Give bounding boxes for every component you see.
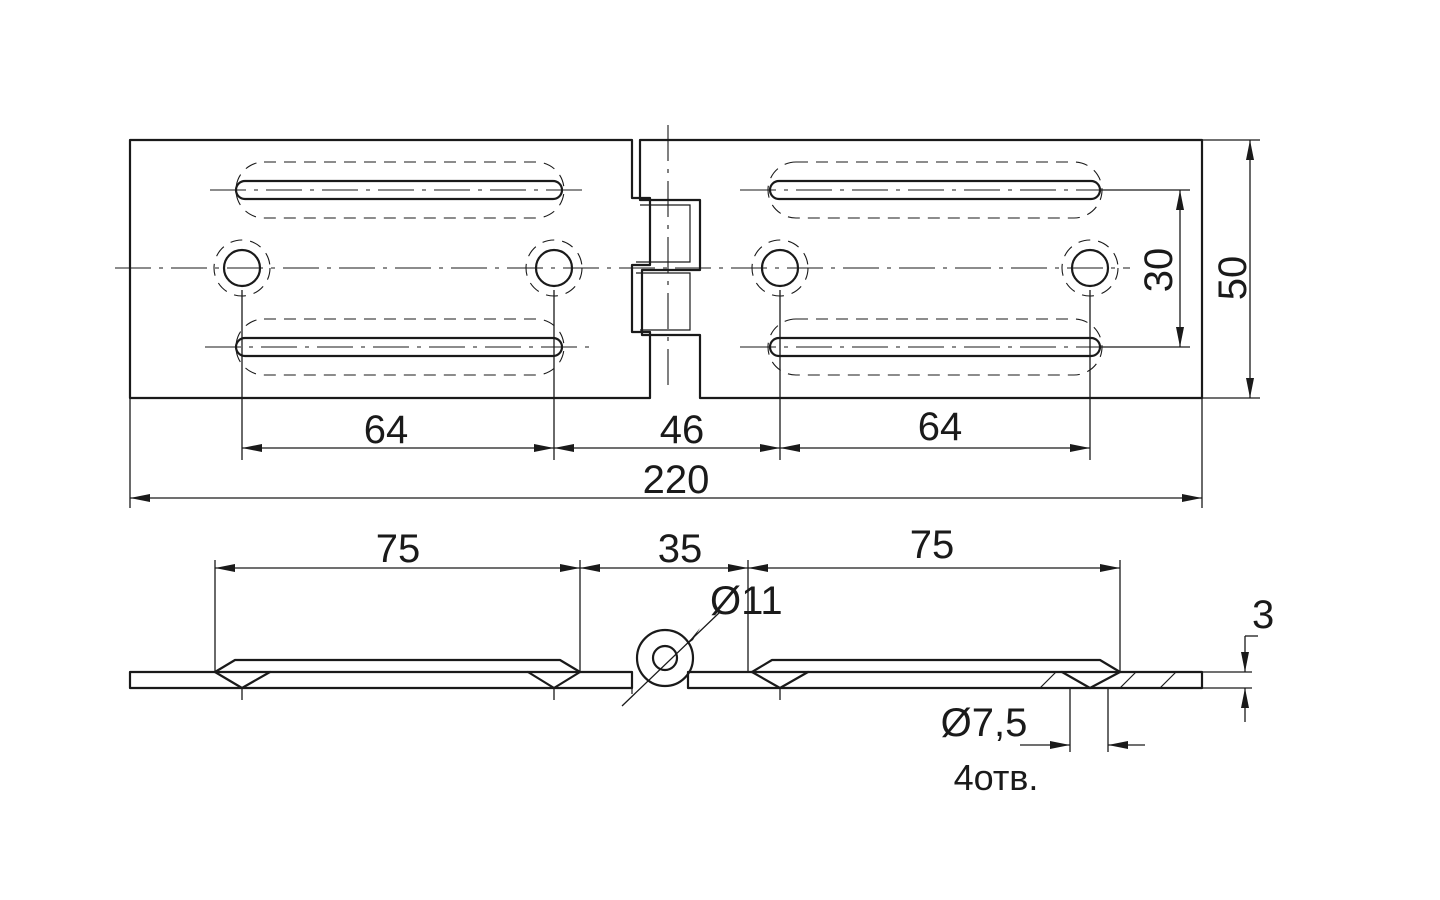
top-view: 64 46 64 220 30 50 (115, 125, 1260, 508)
right-lower-slot (740, 318, 1130, 376)
side-view: 75 35 75 Ø11 3 Ø7,5 4отв. (128, 523, 1274, 798)
left-upper-slot (210, 161, 590, 219)
note-hole-count: 4отв. (954, 757, 1039, 798)
countersink-left (213, 658, 582, 690)
dim-label-30: 30 (1137, 248, 1181, 293)
countersink-right (750, 658, 1122, 690)
dim-label-75-right: 75 (910, 523, 955, 567)
dim-label-35: 35 (658, 527, 703, 571)
right-upper-slot (740, 161, 1130, 219)
dim-label-64-left: 64 (364, 408, 409, 452)
pin-knuckle (631, 628, 695, 694)
dim-label-pin-diameter: Ø11 (710, 579, 783, 623)
dim-label-50: 50 (1211, 256, 1255, 301)
knuckle-inner-line (636, 204, 691, 331)
pin-diameter-leader (621, 611, 721, 707)
dim-label-46: 46 (660, 408, 705, 452)
dim-label-64-right: 64 (918, 405, 963, 449)
dim-label-220: 220 (643, 458, 710, 502)
dim-label-75-left: 75 (376, 527, 421, 571)
left-lower-slot (205, 318, 590, 376)
dim-label-hole-diameter: Ø7,5 (941, 701, 1028, 745)
dim-label-thickness: 3 (1252, 593, 1274, 637)
left-leaf-outline (128, 138, 652, 400)
right-leaf-outline (638, 138, 1204, 400)
